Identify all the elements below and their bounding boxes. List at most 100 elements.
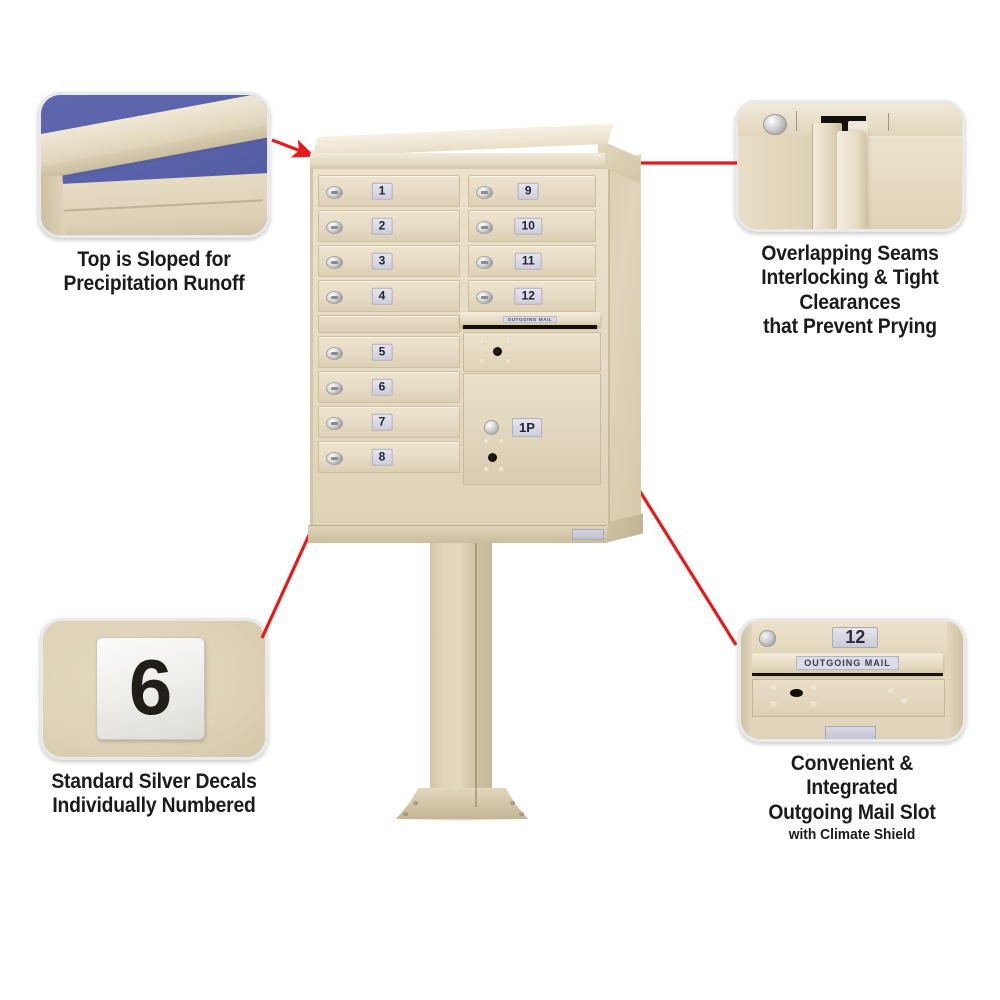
photo-door-number-decal: 12 [832, 627, 879, 648]
door-lock-icon [326, 417, 343, 430]
callout-photo-frame: 12 OUTGOING MAIL [738, 618, 966, 742]
door-number-decal: 11 [514, 252, 542, 270]
mailbox-door[interactable]: 9 [468, 175, 596, 207]
mailbox-door[interactable]: 10 [468, 210, 596, 242]
photo-lower-door [752, 678, 945, 718]
callout-overlapping-seams: Overlapping Seams Interlocking & Tight C… [735, 100, 965, 339]
mailbox-door[interactable]: 4 [318, 280, 460, 312]
callout-caption-line1: Standard Silver Decals [51, 770, 257, 793]
door-number-decal: 2 [371, 217, 393, 235]
lock-icon [758, 630, 777, 647]
photo-outgoing-mail-slot: 12 OUTGOING MAIL [741, 621, 963, 739]
mailbox-door[interactable]: 12 [468, 280, 596, 312]
parcel-rivet-icon [480, 359, 485, 364]
door-number-decal: 4 [371, 287, 393, 305]
callout-photo-frame [38, 92, 270, 238]
mailbox-door[interactable]: 1 [318, 175, 460, 207]
door-lock-icon [476, 291, 493, 304]
photo-outgoing-mail-label: OUTGOING MAIL [796, 655, 899, 670]
callout-caption: Overlapping Seams Interlocking & Tight C… [744, 242, 956, 339]
mailbox-door[interactable]: 6 [318, 371, 460, 403]
parcel-rivet-icon [506, 340, 511, 345]
parcel-rivet-icon [499, 439, 504, 444]
parcel-keyhole-icon [488, 453, 497, 462]
outgoing-mail-slot-opening [463, 325, 597, 329]
callout-caption-line2: Interlocking & Tight Clearances [761, 266, 939, 314]
decal-number: 6 [128, 642, 173, 731]
cabinet-right-side-panel [605, 154, 641, 535]
callout-caption-line2: Outgoing Mail Slot [768, 800, 936, 824]
photo-rivet-icon [887, 688, 897, 695]
callout-caption: Top is Sloped for Precipitation Runoff [47, 248, 260, 297]
parcel-rivet-icon [484, 439, 489, 444]
tenant-door-column-right: 9 10 11 12 [468, 175, 596, 315]
door-lock-icon [326, 256, 343, 269]
mailbox-door[interactable]: 7 [318, 406, 460, 438]
door-lock-icon [326, 347, 343, 360]
door-number-decal: 7 [371, 413, 393, 431]
sloped-roof-top [312, 123, 614, 157]
tenant-door-column-left: 1 2 3 4 5 6 [318, 175, 460, 476]
photo-interlocking-seam [738, 103, 962, 229]
photo-interlocking-post-front [836, 130, 866, 229]
door-lock-icon [326, 186, 343, 199]
mailbox-door[interactable]: 8 [318, 441, 460, 473]
anchor-bolt-icon [510, 801, 515, 805]
photo-rivet-icon [809, 684, 819, 691]
photo-slot-opening [752, 672, 943, 677]
door-number-decal: 3 [371, 252, 393, 270]
door-lock-icon [476, 256, 493, 269]
door-number-decal: 9 [517, 182, 539, 200]
photo-outgoing-flap: OUTGOING MAIL [752, 652, 943, 673]
parcel-locker-small[interactable] [463, 332, 601, 372]
mailbox-door[interactable]: 5 [318, 336, 460, 368]
callout-caption-line1: Convenient & Integrated [790, 752, 914, 800]
photo-rivet-icon [769, 701, 779, 708]
photo-sloped-cabinet-top [41, 95, 267, 235]
callout-subcaption: with Climate Shield [788, 826, 916, 844]
callout-caption: Standard Silver Decals Individually Numb… [49, 770, 259, 819]
door-lock-icon [476, 186, 493, 199]
door-lock-icon [476, 221, 493, 234]
roof-front-edge [310, 153, 605, 171]
callout-photo-frame: 6 [40, 618, 268, 760]
mailbox-door[interactable]: 3 [318, 245, 460, 277]
door-number-decal: 12 [514, 287, 542, 305]
outgoing-mail-slot-flap[interactable]: OUTGOING MAIL [460, 312, 600, 326]
pedestal-column [430, 542, 492, 807]
parcel-rivet-icon [506, 359, 511, 364]
mailbox-door[interactable]: 2 [318, 210, 460, 242]
photo-rivet-icon [809, 701, 819, 708]
cluster-box-unit-mailbox: 1 2 3 4 5 6 [300, 123, 645, 823]
photo-rivet-icon [900, 697, 910, 704]
callout-caption-line1: Overlapping Seams [761, 242, 939, 265]
photo-numbered-decal: 6 [43, 621, 265, 757]
door-number-decal: 5 [371, 343, 393, 361]
anchor-bolt-icon [413, 801, 418, 805]
door-lock-icon [326, 221, 343, 234]
parcel-rivet-icon [484, 467, 489, 472]
pedestal-column-edge [475, 542, 477, 807]
door-number-decal: 10 [514, 217, 542, 235]
photo-right-door [865, 140, 962, 229]
outgoing-mail-label: OUTGOING MAIL [502, 315, 558, 323]
photo-hairline [796, 110, 798, 131]
door-number-decal: 8 [371, 448, 393, 466]
door-lock-icon [326, 291, 343, 304]
photo-right-frame-edge [947, 621, 963, 739]
door-lock-icon [326, 382, 343, 395]
door-lock-icon [326, 452, 343, 465]
photo-cabinet-left-edge [41, 175, 66, 235]
callout-caption-line1: Top is Sloped for [77, 248, 231, 271]
photo-left-door [738, 135, 815, 229]
photo-hairline [888, 113, 890, 131]
parcel-keyhole-icon [493, 347, 502, 356]
screw-icon [762, 114, 788, 136]
door-number-decal: 1 [371, 182, 393, 200]
anchor-bolt-icon [403, 812, 408, 816]
mailbox-door[interactable]: 11 [468, 245, 596, 277]
callout-top-sloped: Top is Sloped for Precipitation Runoff [38, 92, 270, 297]
callout-silver-decals: 6 Standard Silver Decals Individually Nu… [40, 618, 268, 819]
photo-left-frame-edge [741, 621, 753, 739]
